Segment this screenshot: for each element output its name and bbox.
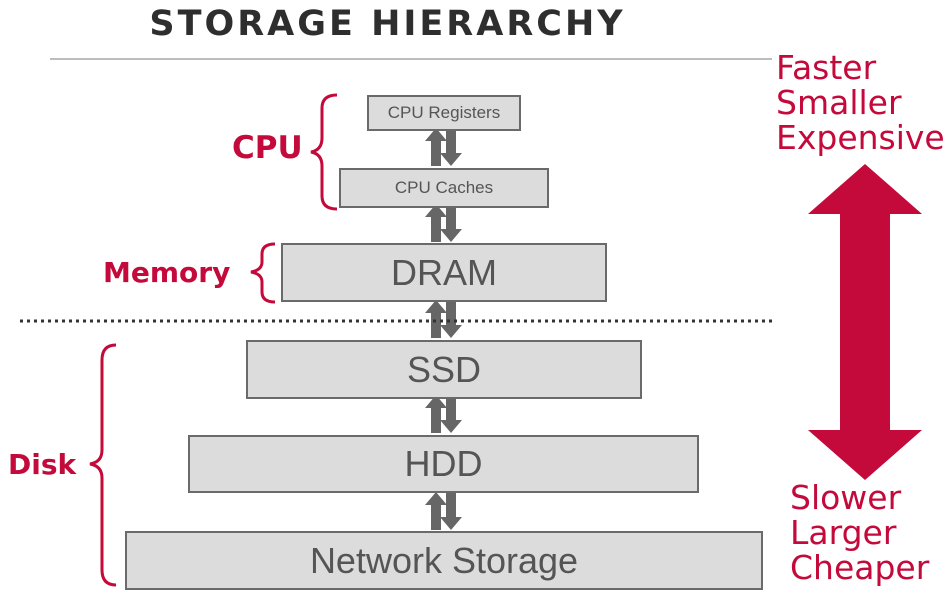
cheaper-label: Cheaper [790, 548, 930, 587]
disk-group-label: Disk [8, 448, 77, 481]
arrow-ssd-hdd [425, 395, 462, 433]
memory-brace [250, 242, 276, 304]
smaller-label: Smaller [776, 83, 902, 122]
arrow-hdd-network [425, 492, 462, 530]
arrow-registers-caches [425, 128, 462, 166]
cpu-caches-box: CPU Caches [339, 168, 549, 208]
hdd-box: HDD [188, 435, 699, 493]
diagram-title: STORAGE HIERARCHY [149, 4, 626, 44]
arrow-caches-dram [425, 204, 462, 242]
cpu-registers-box: CPU Registers [367, 95, 521, 131]
larger-label: Larger [790, 513, 897, 552]
dram-box: DRAM [281, 243, 607, 302]
slower-label: Slower [790, 478, 902, 517]
cpu-group-label: CPU [232, 130, 303, 166]
disk-brace [89, 343, 117, 587]
bottom-side-labels: Slower Larger Cheaper [790, 480, 929, 585]
ssd-box: SSD [246, 340, 642, 399]
title-divider [50, 58, 772, 60]
arrow-dram-ssd [425, 300, 462, 338]
top-side-labels: Faster Smaller Expensive [776, 50, 943, 155]
speed-size-cost-arrow [808, 164, 922, 480]
cpu-brace [310, 93, 338, 211]
expensive-label: Expensive [776, 118, 943, 157]
memory-group-label: Memory [103, 256, 231, 289]
network-storage-box: Network Storage [125, 531, 763, 590]
faster-label: Faster [776, 48, 877, 87]
